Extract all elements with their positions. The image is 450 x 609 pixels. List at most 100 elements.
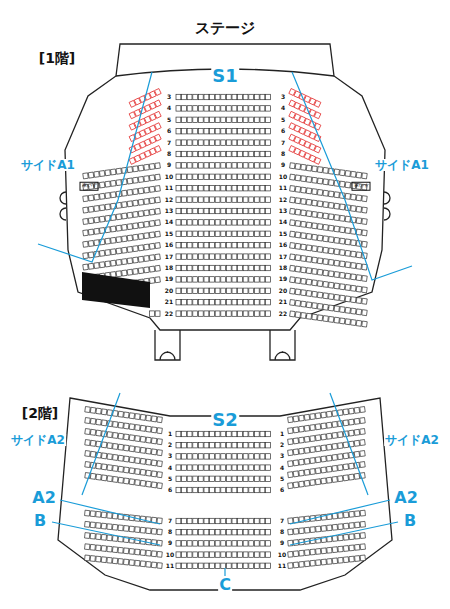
seat <box>238 265 243 270</box>
seat <box>323 270 329 276</box>
seat <box>295 175 301 181</box>
seat <box>198 163 203 168</box>
seat <box>328 248 334 254</box>
seat <box>238 140 243 145</box>
seat <box>288 461 294 467</box>
seat <box>293 460 299 466</box>
seat <box>317 212 323 218</box>
seat <box>176 129 181 134</box>
section-label: A2 <box>393 490 419 506</box>
seat <box>232 518 237 523</box>
seat <box>334 260 340 266</box>
seat <box>304 527 309 533</box>
seat <box>355 533 360 539</box>
seat <box>249 552 254 557</box>
seat <box>112 558 117 564</box>
seat <box>94 171 100 177</box>
seat <box>310 447 316 453</box>
seat <box>157 551 162 557</box>
seat <box>105 181 111 187</box>
seat-row <box>176 431 270 436</box>
seat <box>226 197 231 202</box>
seat <box>144 233 150 239</box>
seat <box>323 247 329 253</box>
seat <box>254 106 259 111</box>
seat <box>157 483 163 489</box>
seat <box>204 197 209 202</box>
seat <box>193 443 198 448</box>
row-number: 13 <box>164 208 174 214</box>
seat <box>301 301 307 307</box>
seat <box>221 140 226 145</box>
seat <box>83 173 89 179</box>
seat <box>176 151 181 156</box>
seat <box>243 106 248 111</box>
seat <box>243 117 248 122</box>
seat <box>340 307 346 313</box>
seat <box>362 321 368 327</box>
seat <box>334 283 340 289</box>
seat <box>193 454 198 459</box>
seat <box>362 173 368 179</box>
seat <box>176 487 181 492</box>
seat <box>155 197 161 203</box>
seat <box>127 258 133 264</box>
leader-line <box>290 500 390 524</box>
seat <box>193 277 198 282</box>
row-number: 10 <box>277 552 287 558</box>
seat <box>204 151 209 156</box>
seat <box>362 275 368 281</box>
seat <box>343 512 348 518</box>
row-number: 15 <box>164 231 174 237</box>
seat <box>111 180 117 186</box>
seat <box>187 552 192 557</box>
seat <box>321 434 327 440</box>
seat <box>151 471 157 477</box>
seat <box>85 533 90 539</box>
seat <box>85 429 91 435</box>
seat <box>226 231 231 236</box>
seat <box>226 163 231 168</box>
seat <box>338 432 344 438</box>
seat <box>260 174 265 179</box>
seat <box>238 243 243 248</box>
seat <box>356 195 362 201</box>
seat <box>327 559 332 565</box>
seat-row <box>176 277 270 282</box>
seat <box>129 112 136 119</box>
seat <box>187 220 192 225</box>
seat <box>221 94 226 99</box>
seat <box>221 454 226 459</box>
seat <box>260 465 265 470</box>
seat <box>204 311 209 316</box>
seat <box>187 431 192 436</box>
seat <box>182 300 187 305</box>
row-number: 13 <box>278 208 288 214</box>
row-number: 4 <box>280 105 286 111</box>
seat <box>215 231 220 236</box>
seat <box>85 407 91 413</box>
seat <box>221 106 226 111</box>
seat <box>249 431 254 436</box>
seat <box>356 309 362 315</box>
seat <box>312 246 318 252</box>
seat <box>176 106 181 111</box>
seat <box>266 563 271 568</box>
seat <box>345 216 351 222</box>
seat <box>215 163 220 168</box>
stage-label: ステージ <box>194 21 256 36</box>
seat <box>182 231 187 236</box>
seat <box>226 220 231 225</box>
seat <box>343 442 349 448</box>
seat <box>146 470 152 476</box>
seat <box>226 487 231 492</box>
seat <box>226 265 231 270</box>
seat <box>290 300 296 306</box>
seat-row <box>176 465 270 470</box>
seat <box>151 427 157 433</box>
seat <box>334 294 340 300</box>
seat <box>355 556 360 562</box>
seat-row <box>176 117 270 122</box>
seat <box>299 481 305 487</box>
seat <box>182 277 187 282</box>
